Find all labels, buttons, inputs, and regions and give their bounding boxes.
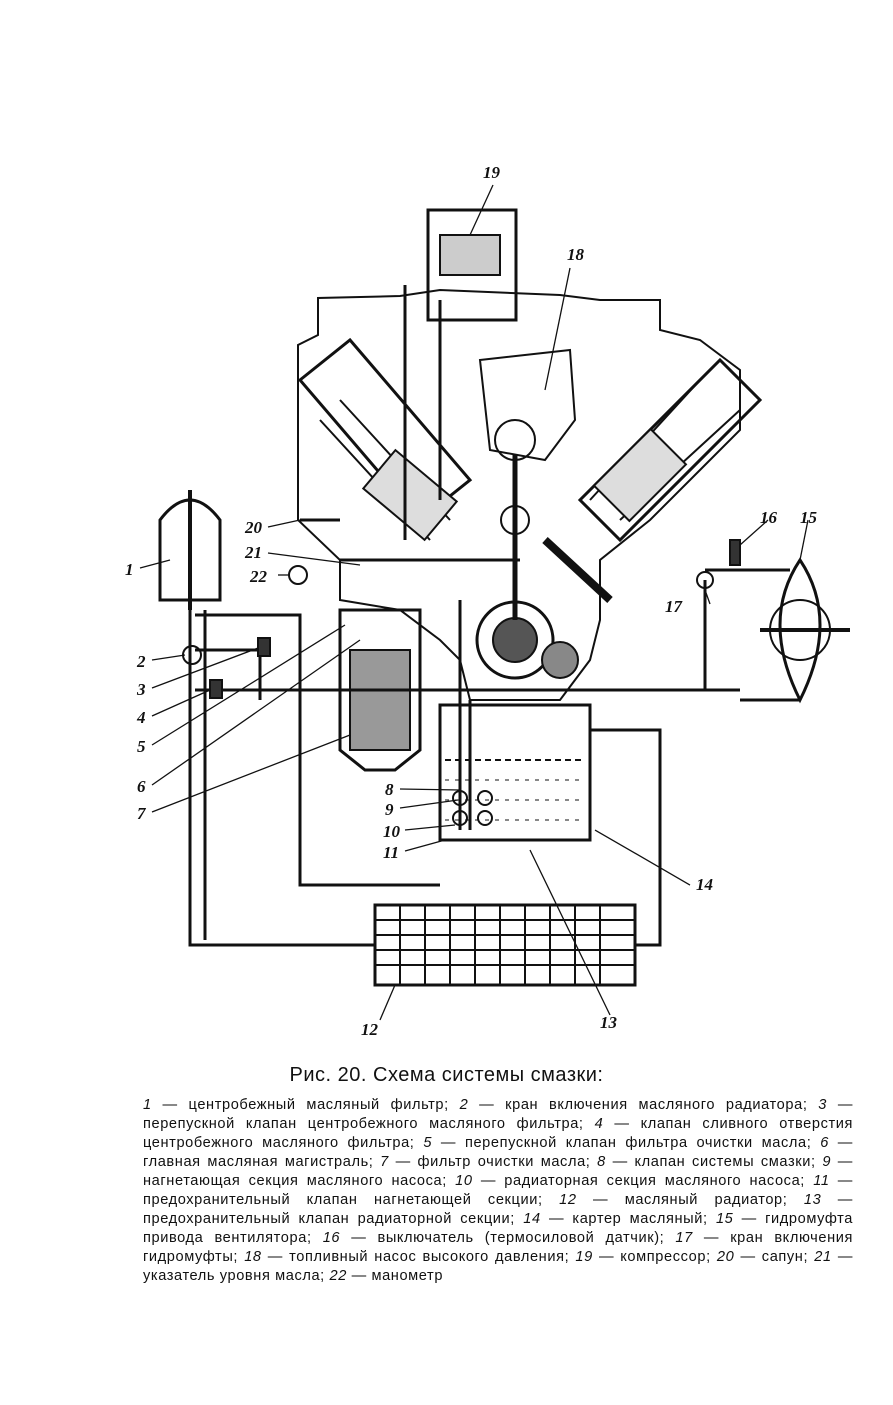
legend-item: 22 — манометр: [329, 1268, 444, 1284]
legend-number: 13: [803, 1192, 822, 1208]
legend-text: перепускной клапан центробежного масляно…: [143, 1116, 584, 1132]
legend-text: кран включения масляного радиатора;: [505, 1097, 808, 1113]
callout-2: 2: [136, 652, 146, 671]
legend-item: 18 — топливный насос высокого давления;: [244, 1249, 570, 1265]
compressor: [426, 208, 518, 322]
callout-22: 22: [249, 567, 268, 586]
legend-item: 1 — центробежный масляный фильтр;: [143, 1097, 449, 1113]
legend-text: выключатель (термосиловой датчик);: [377, 1230, 665, 1246]
legend-number: 3: [818, 1097, 828, 1113]
callout-8: 8: [385, 780, 394, 799]
callout-7: 7: [137, 804, 147, 823]
callout-12: 12: [361, 1020, 379, 1039]
legend-number: 18: [244, 1249, 262, 1265]
callout-20: 20: [244, 518, 263, 537]
legend-text: масляный радиатор;: [624, 1192, 788, 1208]
callout-9: 9: [385, 800, 394, 819]
legend-text: топливный насос высокого давления;: [289, 1249, 570, 1265]
callout-16: 16: [760, 508, 778, 527]
lubrication-system-diagram: 1 2 3 4 5 6 7 8 9 10 11 12 13 14 15 16 1…: [125, 163, 850, 1039]
legend-text: нагнетающая секция масляного насоса;: [143, 1173, 447, 1189]
callout-4: 4: [136, 708, 146, 727]
legend-number: 8: [597, 1154, 606, 1170]
legend-item: 9 — нагнетающая секция масляного насоса;: [143, 1154, 853, 1189]
legend-item: 21 — указатель уровня масла;: [143, 1249, 854, 1284]
legend-text: клапан системы смазки;: [634, 1154, 816, 1170]
legend-text: главная масляная магистраль;: [143, 1154, 374, 1170]
legend-item: 8 — клапан системы смазки;: [597, 1154, 816, 1170]
legend-number: 15: [715, 1211, 734, 1227]
legend-number: 11: [813, 1173, 830, 1189]
legend-number: 5: [423, 1135, 433, 1151]
legend-number: 1: [143, 1097, 152, 1113]
legend-text: указатель уровня масла;: [143, 1268, 325, 1284]
legend-item: 10 — радиаторная секция масляного насоса…: [455, 1173, 805, 1189]
legend-item: 14 — картер масляный;: [523, 1211, 708, 1227]
callout-13: 13: [600, 1013, 618, 1032]
legend-number: 17: [675, 1230, 693, 1246]
legend-text: манометр: [371, 1268, 444, 1284]
legend-item: 12 — масляный радиатор;: [559, 1192, 788, 1208]
legend-number: 20: [716, 1249, 735, 1265]
legend-text: сапун;: [761, 1249, 809, 1265]
figure-caption-title: Рис. 20. Схема системы смазки:: [289, 1064, 604, 1086]
legend-number: 9: [822, 1154, 832, 1170]
callout-11: 11: [383, 843, 399, 862]
legend-number: 4: [594, 1116, 604, 1132]
legend-text: предохранительный клапан радиаторной сек…: [143, 1211, 515, 1227]
legend-number: 12: [559, 1192, 577, 1208]
legend-item: 17 — кран включения гидромуфты;: [143, 1230, 854, 1265]
legend-number: 22: [329, 1268, 347, 1284]
callout-3: 3: [136, 680, 146, 699]
legend-text: предохранительный клапан нагнетающей сек…: [143, 1192, 543, 1208]
callout-18: 18: [567, 245, 585, 264]
oil-filter: [338, 608, 422, 772]
legend-number: 14: [523, 1211, 541, 1227]
legend-item: 7 — фильтр очистки масла;: [380, 1154, 591, 1170]
legend-number: 10: [455, 1173, 473, 1189]
callout-6: 6: [137, 777, 146, 796]
fuel-pump: [478, 348, 577, 462]
legend-text: компрессор;: [620, 1249, 711, 1265]
legend-item: 19 — компрессор;: [575, 1249, 711, 1265]
legend-text: кран включения гидромуфты;: [143, 1230, 854, 1265]
callout-5: 5: [137, 737, 146, 756]
legend-item: 2 — кран включения масляного радиатора;: [459, 1097, 808, 1113]
legend-item: 4 — клапан сливного отверстия центробежн…: [143, 1116, 854, 1151]
legend-text: радиаторная секция масляного насоса;: [504, 1173, 805, 1189]
legend-item: 13 — предохранительный клапан радиаторно…: [143, 1192, 853, 1227]
legend-item: 16 — выключатель (термосиловой датчик);: [322, 1230, 665, 1246]
legend-item: 3 — перепускной клапан центробежного мас…: [143, 1097, 854, 1132]
callout-10: 10: [383, 822, 401, 841]
figure-legend: 1 — центробежный масляный фильтр; 2 — кр…: [143, 1096, 853, 1286]
centrifugal-filter: [158, 498, 222, 602]
legend-item: 5 — перепускной клапан фильтра очистки м…: [423, 1135, 812, 1151]
legend-text: клапан сливного отверстия центробежного …: [143, 1116, 854, 1151]
legend-text: центробежный масляный фильтр;: [188, 1097, 449, 1113]
legend-item: 15 — гидромуфта привода вентилятора;: [143, 1211, 854, 1246]
oil-radiator: [373, 903, 637, 987]
callout-1: 1: [125, 560, 134, 579]
legend-text: фильтр очистки масла;: [417, 1154, 591, 1170]
callout-21: 21: [244, 543, 262, 562]
legend-item: 20 — сапун;: [716, 1249, 809, 1265]
legend-text: картер масляный;: [572, 1211, 708, 1227]
callout-15: 15: [800, 508, 818, 527]
oil-pan: [438, 703, 592, 842]
callout-14: 14: [696, 875, 713, 894]
legend-text: перепускной клапан фильтра очистки масла…: [464, 1135, 812, 1151]
legend-number: 21: [814, 1249, 832, 1265]
legend-number: 7: [380, 1154, 389, 1170]
legend-text: гидромуфта привода вентилятора;: [143, 1211, 854, 1246]
legend-item: 6 — главная масляная магистраль;: [143, 1135, 853, 1170]
legend-item: 11 — предохранительный клапан нагнетающе…: [143, 1173, 853, 1208]
legend-number: 16: [322, 1230, 341, 1246]
callout-19: 19: [483, 163, 501, 182]
legend-number: 2: [459, 1097, 469, 1113]
callout-17: 17: [665, 597, 684, 616]
legend-number: 6: [820, 1135, 829, 1151]
legend-number: 19: [575, 1249, 593, 1265]
